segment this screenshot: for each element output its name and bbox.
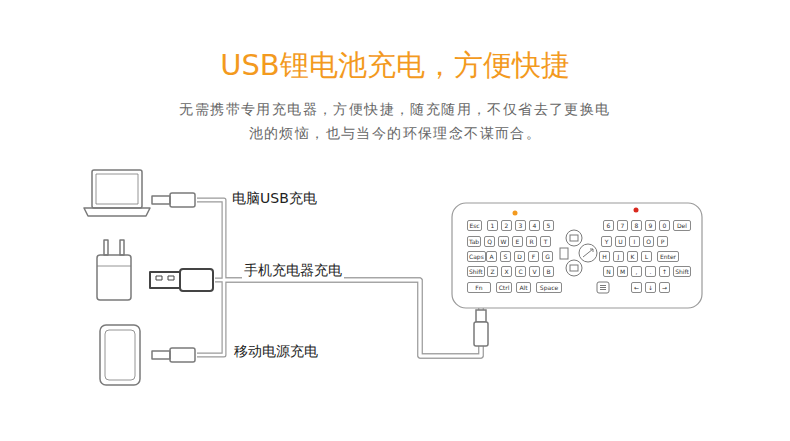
laptop-source: 电脑USB充电 (84, 170, 197, 218)
key-label: Fn (467, 282, 491, 293)
key-label: K (627, 251, 638, 262)
key-label: Z (487, 266, 498, 277)
indicator-led (513, 211, 518, 216)
usb-plug-metal (152, 196, 170, 204)
key-label: B (543, 266, 554, 277)
key-label: N (603, 266, 614, 277)
power-bank-body (100, 325, 140, 385)
keyboard: Esc 12345 67890DelTabQWERT YUIOP CapsASDFG HJ… (452, 203, 702, 308)
key-label: A (486, 251, 497, 262)
key-label: 8 (631, 220, 642, 231)
key-label: 9 (645, 220, 656, 231)
mouse-button (566, 230, 582, 246)
keyboard-housing (452, 203, 702, 308)
indicator-led (634, 208, 639, 213)
subtitle: 无需携带专用充电器，方便快捷，随充随用，不仅省去了更换电 池的烦恼，也与当今的环… (170, 97, 620, 145)
source-label: 电脑USB充电 (230, 190, 319, 208)
key-label: U (615, 236, 626, 247)
key-label: 4 (529, 220, 540, 231)
key-label: F (528, 251, 539, 262)
key-label: J (613, 251, 624, 262)
key-label: G (542, 251, 553, 262)
usb-cable-core (197, 200, 481, 356)
key-label: H (599, 251, 610, 262)
key-label: E (512, 236, 523, 247)
charger-seam (97, 266, 131, 267)
key-label: L (641, 251, 652, 262)
key-label: . (645, 266, 656, 277)
charger-body (97, 255, 131, 300)
laptop-display (96, 174, 138, 204)
key-label: Space (536, 282, 562, 293)
key-label: Q (484, 236, 495, 247)
wall-charger-source: 手机充电器充电 (95, 240, 215, 302)
key-label: V (529, 266, 540, 277)
usb-plug-metal (150, 272, 180, 288)
key-label: Tab (467, 236, 481, 247)
source-label: 移动电源充电 (232, 343, 320, 361)
key-label: Y (601, 236, 612, 247)
power-bank-source: 移动电源充电 (100, 325, 197, 387)
key-label: 7 (617, 220, 628, 231)
key-label: → (659, 282, 670, 293)
usb-plug-metal (476, 310, 486, 322)
usb-plug-body (180, 269, 213, 291)
touch-pad (579, 244, 597, 262)
key-label: Esc (467, 220, 482, 231)
key-label: 6 (603, 220, 614, 231)
key-label: S (500, 251, 511, 262)
usb-plug-metal (152, 351, 170, 359)
charger-prong (120, 240, 124, 255)
key-label: D (514, 251, 525, 262)
usb-plug-body (170, 193, 195, 207)
key-label: Enter (657, 251, 679, 262)
key-label: 2 (501, 220, 512, 231)
usb-plug-hole (156, 276, 162, 280)
laptop-screen (92, 170, 142, 208)
key-label: ← (631, 282, 642, 293)
key-label: , (631, 266, 642, 277)
mouse-icon (570, 235, 578, 241)
key-label: ↓ (645, 282, 656, 293)
mouse-icon (570, 265, 578, 271)
usb-plug-body (474, 322, 488, 346)
laptop-base (84, 208, 150, 216)
key-label: Alt (516, 282, 531, 293)
key-label: 5 (543, 220, 554, 231)
menu-icon (600, 286, 606, 290)
usb-plug-hole (168, 276, 174, 280)
key-label: 1 (487, 220, 498, 231)
key-label: I (629, 236, 640, 247)
key-label: T (540, 236, 551, 247)
key-label: C (515, 266, 526, 277)
menu-key (597, 282, 609, 293)
key-label: O (643, 236, 654, 247)
side-key (560, 248, 568, 259)
key-label: M (617, 266, 628, 277)
key-label: ↑ (659, 266, 670, 277)
key-label: X (501, 266, 512, 277)
power-bank-face (105, 330, 135, 380)
key-label: Shift (467, 266, 485, 277)
key-label: Ctrl (496, 282, 512, 293)
title: USB锂电池充电，方便快捷 (0, 46, 790, 86)
pointer-icon (583, 249, 593, 257)
key-label: P (657, 236, 668, 247)
key-label: 3 (515, 220, 526, 231)
source-label: 手机充电器充电 (242, 262, 344, 280)
key-label: 0 (659, 220, 670, 231)
key-label: Shift (673, 266, 691, 277)
key-label: Caps (467, 251, 486, 262)
usb-plug-body (170, 348, 195, 362)
mouse-button (566, 260, 582, 276)
usb-cable (197, 200, 481, 356)
key-label: W (498, 236, 509, 247)
key-label: Del (673, 220, 691, 231)
key-label: R (526, 236, 537, 247)
charger-prong (104, 240, 108, 255)
